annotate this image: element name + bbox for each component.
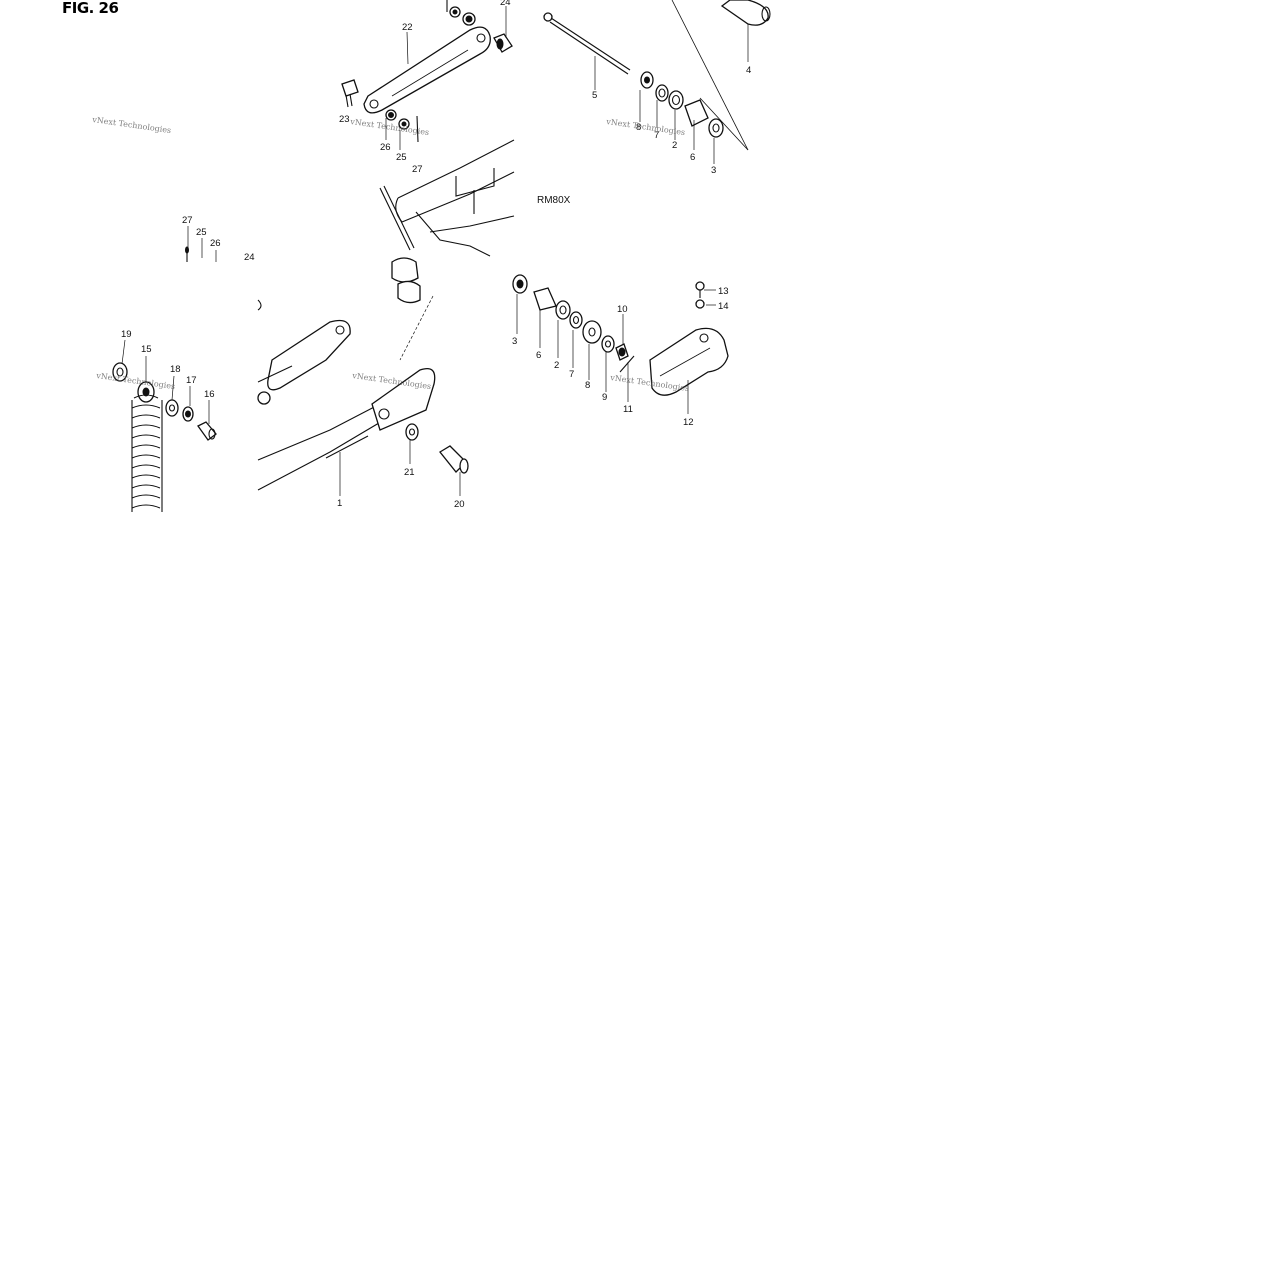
spacers-top-right: [640, 0, 749, 151]
spacer-row-lower: [512, 274, 635, 373]
callout-11: 11: [623, 404, 633, 415]
callout-16: 16: [204, 389, 215, 400]
callout-27: 27: [412, 164, 423, 175]
callout-10: 10: [617, 304, 628, 315]
callout-20: 20: [454, 499, 465, 510]
bolt-13: [695, 281, 705, 309]
callout-3: 3: [711, 165, 716, 176]
callout-5: 5: [592, 90, 597, 101]
callout-26: 26: [380, 142, 391, 153]
swingarm-body-1: [257, 299, 436, 491]
callout-8: 8: [636, 122, 641, 133]
callout-22: 22: [402, 22, 413, 33]
callout-8-lower: 8: [585, 380, 590, 391]
callout-9: 9: [602, 392, 607, 403]
shock-top-mount: [391, 257, 434, 361]
washer-21: [405, 423, 419, 441]
callout-25: 25: [396, 152, 407, 163]
callout-26-left: 26: [210, 238, 221, 249]
link-rod-22: [363, 26, 491, 114]
shock-absorber: [112, 246, 217, 512]
callout-7: 7: [654, 130, 659, 141]
model-label: RM80X: [537, 195, 571, 206]
callout-24: 24: [500, 0, 511, 8]
callout-1: 1: [337, 498, 342, 509]
callout-13: 13: [718, 286, 729, 297]
pivot-plate-12: [649, 327, 729, 396]
callout-7-lower: 7: [569, 369, 574, 380]
callout-15: 15: [141, 344, 152, 355]
callout-19: 19: [121, 329, 132, 340]
callout-17: 17: [186, 375, 197, 386]
callout-6: 6: [690, 152, 695, 163]
swingarm-frame: [379, 139, 515, 257]
callout-numbers: 22 24 23 26 25 27 5 4 8 7 2 6 3 27 25 26…: [121, 0, 751, 510]
callout-14: 14: [718, 301, 729, 312]
watermark-1: vNext Technologies: [91, 115, 172, 135]
callout-27-left: 27: [182, 215, 193, 226]
callout-25-left: 25: [196, 227, 207, 238]
callout-21: 21: [404, 467, 415, 478]
callout-3-lower: 3: [512, 336, 517, 347]
callout-4: 4: [746, 65, 751, 76]
callout-2: 2: [672, 140, 677, 151]
watermark-3: vNext Technologies: [605, 117, 686, 137]
watermarks: vNext Technologies vNext Technologies vN…: [91, 115, 690, 393]
callout-23: 23: [339, 114, 350, 125]
bolt-23: [341, 79, 359, 108]
watermark-4: vNext Technologies: [95, 371, 176, 391]
callout-6-lower: 6: [536, 350, 541, 361]
figure-title: FIG. 26: [62, 0, 119, 17]
callout-12: 12: [683, 417, 694, 428]
leader-lines: [121, 6, 749, 496]
bolt-24: [493, 33, 513, 53]
pivot-shaft-5: [543, 12, 631, 75]
callout-18: 18: [170, 364, 181, 375]
shock-spring: [131, 394, 163, 512]
callout-2-lower: 2: [554, 360, 559, 371]
sleeve-4: [720, 0, 771, 26]
callout-24-left: 24: [244, 252, 255, 263]
washers-top: [385, 0, 476, 143]
bolt-20: [439, 445, 469, 474]
